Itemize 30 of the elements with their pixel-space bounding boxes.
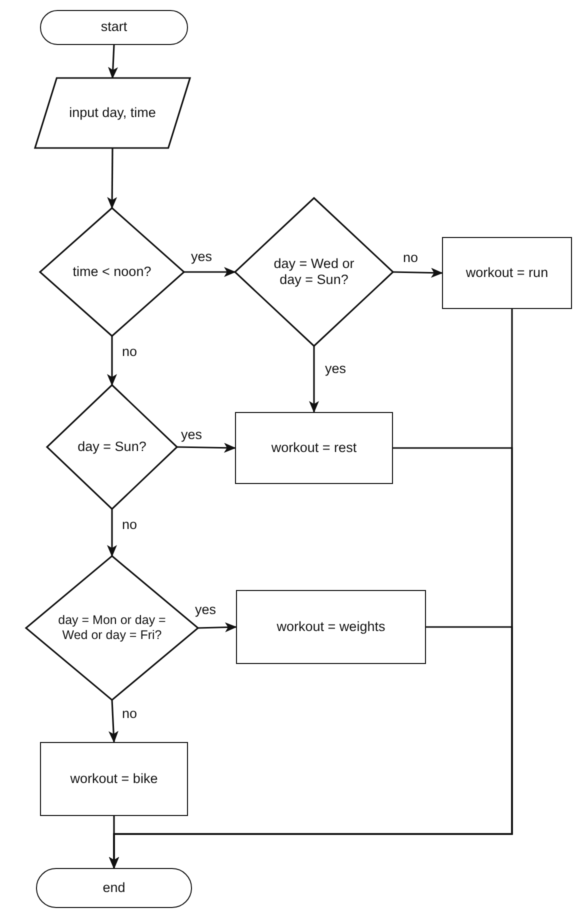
arrow [198, 622, 237, 632]
arrow [107, 509, 117, 557]
arrow [176, 442, 236, 453]
process-box [236, 590, 426, 664]
arrow [109, 626, 513, 869]
arrow [108, 700, 118, 743]
node-text: workout = weights [276, 618, 386, 636]
process-box [40, 742, 188, 816]
node-text: workout = bike [69, 770, 159, 788]
node-text: day = Wed or day = Sun? [272, 256, 356, 288]
node-text: workout = rest [270, 440, 358, 456]
input-parallelogram [35, 78, 190, 148]
decision-diamond [235, 198, 393, 346]
node-text: workout = run [464, 264, 550, 282]
node-text: time < noon? [72, 264, 152, 280]
arrow [184, 267, 236, 277]
node-text: start [100, 19, 128, 36]
arrow [108, 44, 118, 79]
process-box [442, 237, 572, 309]
node-text: end [102, 880, 126, 896]
node-text: day = Mon or day = Wed or day = Fri? [57, 613, 167, 643]
arrow [107, 148, 118, 209]
node-text: day = Sun? [76, 438, 148, 456]
decision-diamond [40, 208, 184, 336]
decision-diamond [47, 385, 177, 509]
arrow [309, 346, 319, 413]
process-box [235, 412, 393, 484]
arrow [107, 336, 117, 386]
node-text: input day, time [68, 104, 157, 122]
arrow [392, 268, 443, 278]
